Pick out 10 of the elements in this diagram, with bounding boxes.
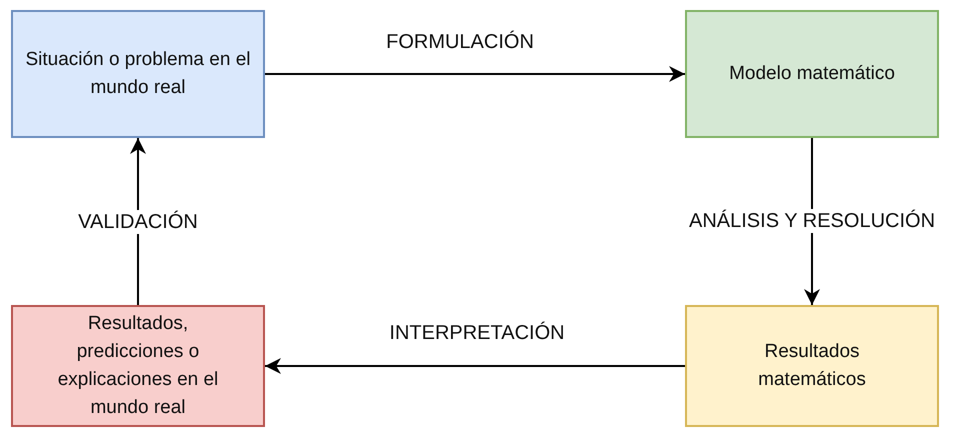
process-box: [11, 10, 265, 138]
process-box: [11, 305, 265, 427]
process-box: [685, 305, 939, 427]
box-label: Resultados, predicciones o explicaciones en el mundo real: [56, 312, 220, 420]
box-label: Situación o problema en el mundo real: [24, 48, 252, 100]
box-label: Resultados matemáticos: [757, 340, 867, 392]
arrow: [265, 358, 685, 374]
arrow: [265, 66, 685, 82]
process-box: [685, 10, 939, 138]
box-label: Modelo matemático: [728, 62, 896, 86]
